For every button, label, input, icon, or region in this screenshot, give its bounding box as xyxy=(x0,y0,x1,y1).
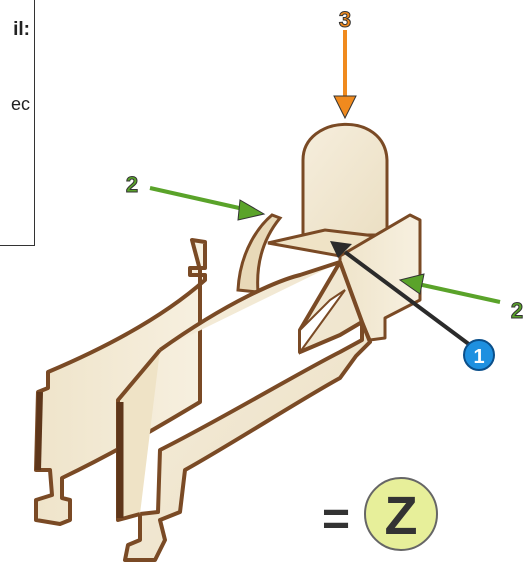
part-letter-badge: = Z xyxy=(322,478,437,550)
callout-2-right-label: 2 xyxy=(511,298,523,323)
callout-1-label: 1 xyxy=(473,346,484,368)
callout-3: 3 xyxy=(334,7,356,118)
callout-2-left-label: 2 xyxy=(126,172,138,197)
left-seat-side xyxy=(238,215,280,292)
callout-3-label: 3 xyxy=(339,7,351,32)
equals-sign: = xyxy=(322,493,350,546)
part-letter: Z xyxy=(385,486,418,546)
callout-2-left: 2 xyxy=(126,172,264,220)
seat-backrest xyxy=(303,124,387,235)
